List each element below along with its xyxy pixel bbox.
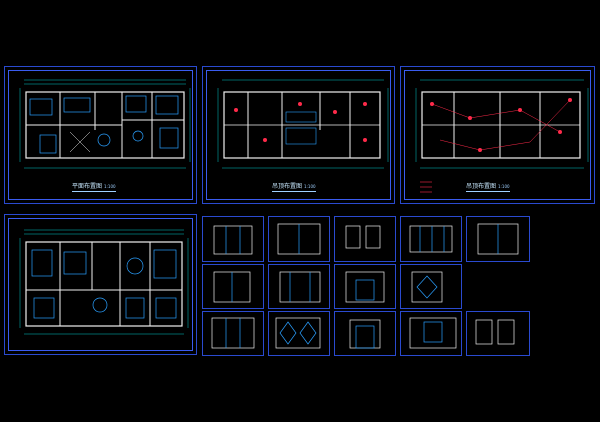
elevation-cell-7[interactable] (268, 264, 330, 309)
sheet-ceiling-plan-2[interactable] (400, 66, 595, 204)
elevation-cell-13[interactable] (400, 311, 462, 356)
ceiling-plan-2-drawing (415, 79, 589, 193)
elevation-cell-5[interactable] (466, 216, 530, 262)
floor-plan-drawing (19, 79, 191, 169)
ceiling-plan-1-drawing (217, 79, 389, 169)
elevation-cell-6[interactable] (202, 264, 264, 309)
sheet-floor-plan[interactable] (4, 66, 197, 204)
caption-floor-plan-scale: 1:100 (104, 184, 116, 189)
caption-ceiling-plan-2-scale: 1:100 (498, 184, 510, 189)
furniture-plan-drawing (19, 229, 189, 335)
sheet-furniture-plan[interactable] (4, 214, 197, 355)
elevation-cell-4[interactable] (400, 216, 462, 262)
elevation-cell-10[interactable] (202, 311, 264, 356)
caption-ceiling-plan-2-title: 吊顶布置图 (466, 183, 497, 190)
elevation-cell-1[interactable] (202, 216, 264, 262)
caption-ceiling-plan-1-scale: 1:100 (304, 184, 316, 189)
elevation-cell-12[interactable] (334, 311, 396, 356)
elevation-cell-9[interactable] (400, 264, 462, 309)
caption-floor-plan-title: 平面布置图 (72, 183, 103, 190)
elevation-cell-3[interactable] (334, 216, 396, 262)
elevation-cell-2[interactable] (268, 216, 330, 262)
elevation-drawings (211, 223, 519, 349)
caption-ceiling-plan-1-title: 吊顶布置图 (272, 183, 303, 190)
elevation-cell-11[interactable] (268, 311, 330, 356)
elevation-cell-14[interactable] (466, 311, 530, 356)
elevation-cell-8[interactable] (334, 264, 396, 309)
sheet-ceiling-plan-1[interactable] (202, 66, 395, 204)
